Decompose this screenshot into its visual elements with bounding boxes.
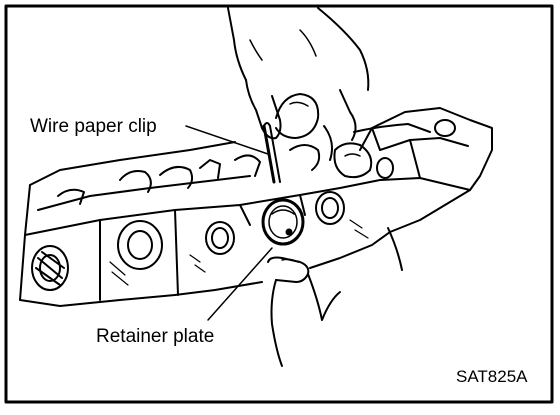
leader-lines — [185, 125, 273, 321]
retainer-leader-line — [207, 247, 273, 321]
valve-body — [19, 107, 493, 307]
lower-finger — [267, 227, 403, 367]
clip-leader-line — [185, 125, 269, 155]
label-retainer-plate: Retainer plate — [96, 326, 214, 347]
retainer-plate — [261, 198, 305, 246]
figure-code: SAT825A — [456, 367, 528, 386]
upper-hand — [227, 7, 431, 179]
figure-border — [4, 4, 554, 404]
wire-paper-clip — [262, 122, 281, 184]
label-wire-paper-clip: Wire paper clip — [30, 116, 157, 137]
